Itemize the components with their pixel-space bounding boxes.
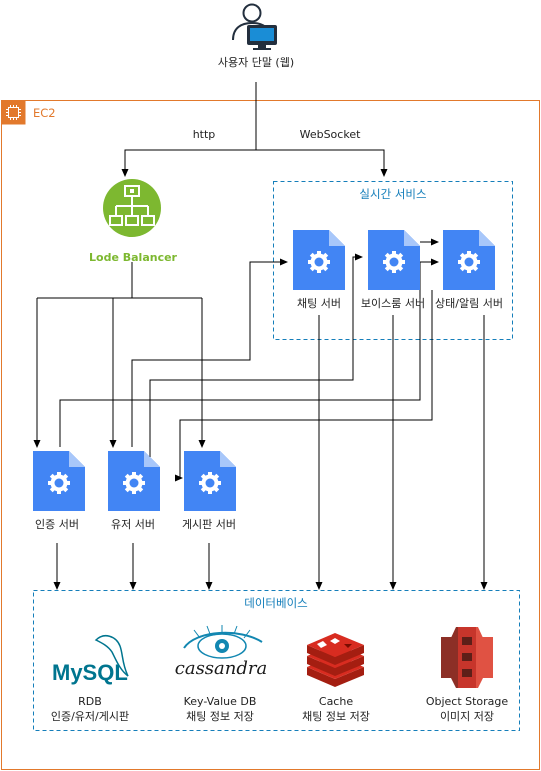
rdb-database: MySQL RDB 인증/유저/게시판	[51, 635, 129, 723]
ec2-container: EC2	[1, 100, 540, 770]
chip-icon	[6, 105, 21, 120]
load-balancer-label: Lode Balancer	[89, 251, 178, 264]
chat-server-label: 채팅 서버	[297, 297, 341, 310]
user-terminal-label: 사용자 단말 (웹)	[218, 56, 294, 69]
kv-database: cassandra Key-Value DB 채팅 정보 저장	[175, 625, 267, 723]
redis-icon	[307, 633, 364, 687]
user-terminal: 사용자 단말 (웹)	[218, 3, 294, 69]
server-icon	[368, 230, 420, 290]
board-server: 게시판 서버	[182, 451, 236, 531]
load-balancer: Lode Balancer	[89, 179, 178, 264]
kv-title: Key-Value DB	[184, 695, 257, 708]
server-icon	[184, 451, 236, 511]
ec2-label: EC2	[33, 106, 56, 120]
database-group: 데이터베이스	[33, 590, 520, 731]
mysql-logo-text: MySQL	[52, 660, 128, 685]
object-storage: Object Storage 이미지 저장	[426, 627, 509, 723]
s3-bucket-icon	[441, 627, 493, 688]
connectors	[33, 82, 488, 590]
mysql-logo: MySQL	[52, 635, 129, 685]
chat-server: 채팅 서버	[293, 230, 345, 310]
realtime-services-group: 실시간 서비스	[273, 181, 513, 340]
status-server-label: 상태/알림 서버	[435, 296, 503, 310]
voice-server: 보이스룸 서버	[361, 230, 425, 310]
auth-to-status-edge	[59, 258, 439, 447]
object-storage-desc: 이미지 저장	[440, 710, 494, 723]
user-server-label: 유저 서버	[111, 518, 155, 531]
websocket-edge	[256, 149, 388, 177]
rdb-desc: 인증/유저/게시판	[51, 710, 129, 723]
status-to-board-edge	[175, 290, 433, 482]
cassandra-logo: cassandra	[175, 625, 267, 679]
auth-server: 인증 서버	[33, 451, 85, 531]
cache-title: Cache	[319, 695, 353, 708]
realtime-group-label: 실시간 서비스	[359, 187, 426, 201]
cache-desc: 채팅 정보 저장	[302, 710, 370, 723]
rdb-title: RDB	[78, 695, 102, 708]
load-balancer-icon	[103, 179, 161, 237]
cassandra-logo-text: cassandra	[175, 658, 267, 679]
voice-server-label: 보이스룸 서버	[361, 297, 425, 310]
cache-database: Cache 채팅 정보 저장	[302, 633, 370, 723]
kv-desc: 채팅 정보 저장	[186, 710, 254, 723]
auth-server-label: 인증 서버	[35, 518, 79, 531]
user-to-voice-edge	[149, 253, 363, 457]
board-server-label: 게시판 서버	[182, 518, 236, 531]
database-group-label: 데이터베이스	[244, 596, 307, 610]
user-terminal-icon	[232, 3, 277, 50]
http-label: http	[193, 128, 216, 141]
status-server: 상태/알림 서버	[435, 230, 503, 310]
server-icon	[293, 230, 345, 290]
websocket-label: WebSocket	[300, 128, 361, 141]
user-server: 유저 서버	[108, 451, 160, 531]
server-icon	[33, 451, 85, 511]
server-icon	[108, 451, 160, 511]
server-icon	[443, 230, 495, 290]
object-storage-title: Object Storage	[426, 695, 509, 708]
http-edge	[121, 149, 256, 177]
user-to-chat-edge	[131, 258, 288, 447]
ec2-chip-icon	[1, 100, 26, 125]
